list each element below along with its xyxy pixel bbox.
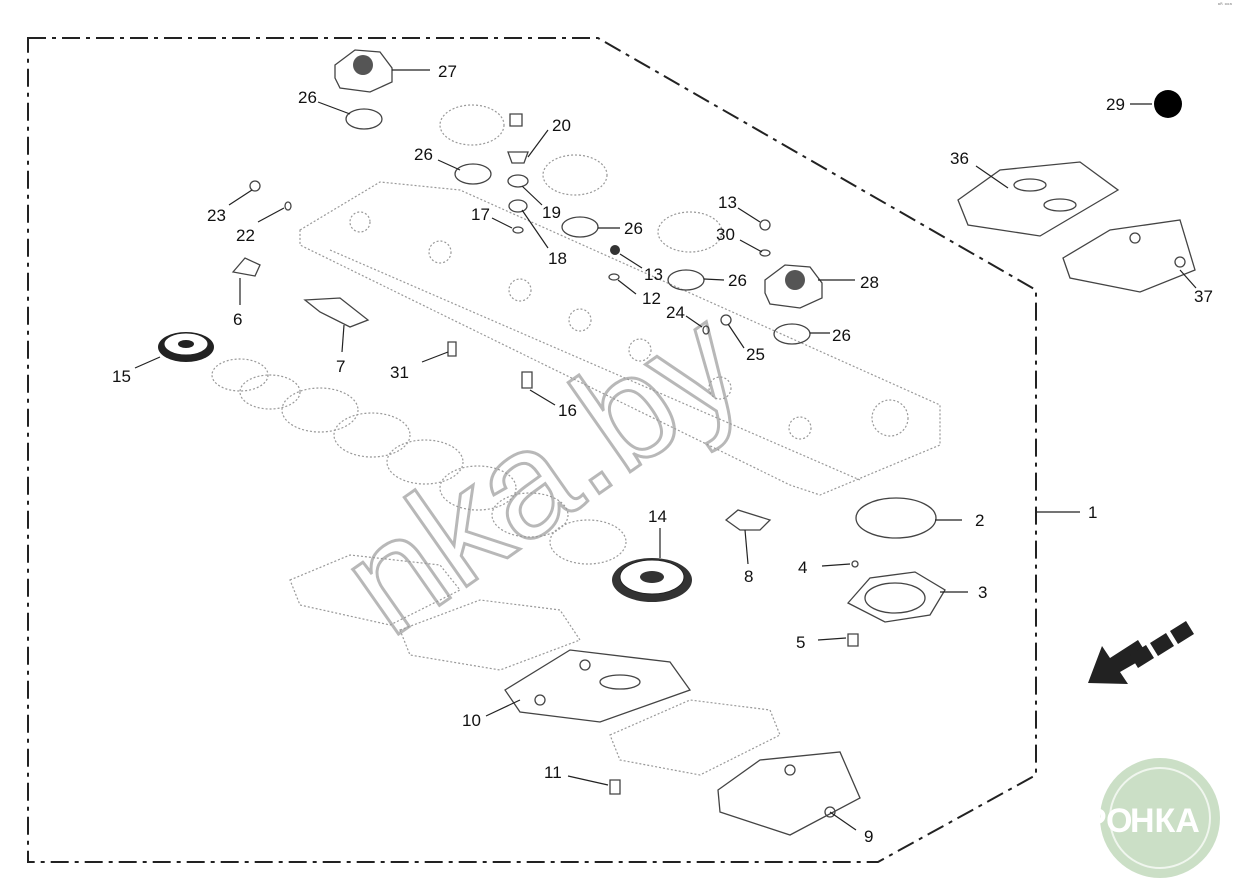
- o-ring-26b: [454, 163, 492, 185]
- assembly-boundary: [27, 37, 1037, 863]
- callout-16: 16: [558, 401, 577, 420]
- guard-7: [303, 297, 370, 328]
- ring-19: [507, 174, 529, 188]
- leader-lines: [134, 69, 1197, 831]
- o-ring-26e: [773, 323, 811, 345]
- skid-9: [717, 751, 861, 836]
- ring-17: [512, 226, 524, 234]
- washer-12: [608, 273, 620, 281]
- skid-36: [957, 161, 1120, 237]
- logo-left: АГРО: [1040, 802, 1133, 840]
- callout-19: 19: [542, 203, 561, 222]
- callout-36: 36: [950, 149, 969, 168]
- part-27-gearbox: [334, 49, 393, 93]
- nut-13b: [759, 219, 771, 231]
- direction-arrow-icon: [1088, 621, 1194, 684]
- callout-10: 10: [462, 711, 481, 730]
- callout-13a: 13: [644, 265, 663, 284]
- o-ring-26a: [345, 108, 383, 130]
- ghost-discs: [439, 104, 723, 253]
- guard-8: [724, 509, 772, 531]
- nut-20b: [509, 113, 523, 127]
- bolt-31: [447, 341, 457, 357]
- gear-train: [211, 358, 627, 565]
- ghost-skids: [289, 554, 781, 776]
- skid-37: [1062, 219, 1196, 293]
- callout-2: 2: [975, 511, 984, 530]
- agronka-logo: АГРО НКА: [1040, 758, 1220, 878]
- bolt-16: [521, 371, 533, 389]
- skid-10: [504, 649, 692, 723]
- bolt-11: [609, 779, 621, 795]
- bolt-4: [851, 560, 859, 568]
- part-28-gearbox: [764, 264, 823, 309]
- washer-30: [759, 249, 771, 257]
- seal-18: [508, 199, 528, 213]
- callout-12: 12: [642, 289, 661, 308]
- callout-8: 8: [744, 567, 753, 586]
- washer-24: [702, 325, 710, 335]
- callout-24: 24: [666, 303, 685, 322]
- callout-labels: 1 2 3 4 5 6 7 8 9 10 11 12 13 13 14 15 1…: [112, 62, 1213, 846]
- o-ring-26d: [667, 269, 705, 291]
- callout-15: 15: [112, 367, 131, 386]
- marker-29: [1154, 90, 1182, 118]
- corner-mark: ᵃᴿ ᵒᵒᵃ: [1217, 2, 1232, 9]
- callout-37: 37: [1194, 287, 1213, 306]
- bolt-25: [720, 314, 732, 326]
- callout-27: 27: [438, 62, 457, 81]
- gear-14: [612, 558, 692, 602]
- cover-3: [846, 571, 946, 623]
- nut-13a: [610, 245, 620, 255]
- gear-15: [158, 332, 214, 362]
- cutter-bar: [299, 181, 941, 496]
- callout-20: 20: [552, 116, 571, 135]
- callout-26b: 26: [414, 145, 433, 164]
- o-ring-2: [855, 497, 937, 539]
- callout-28: 28: [860, 273, 879, 292]
- callout-26c: 26: [624, 219, 643, 238]
- callout-1: 1: [1088, 503, 1097, 522]
- bushing-20: [507, 151, 529, 164]
- callout-3: 3: [978, 583, 987, 602]
- callout-31: 31: [390, 363, 409, 382]
- o-ring-26c: [561, 216, 599, 238]
- callout-25: 25: [746, 345, 765, 364]
- callout-17: 17: [471, 205, 490, 224]
- callout-26e: 26: [832, 326, 851, 345]
- nut-23: [249, 180, 261, 192]
- callout-26d: 26: [728, 271, 747, 290]
- callout-22: 22: [236, 226, 255, 245]
- watermark: nka.by: [312, 275, 770, 666]
- callout-9: 9: [864, 827, 873, 846]
- callout-18: 18: [548, 249, 567, 268]
- logo-right: НКА: [1130, 802, 1200, 840]
- callout-14: 14: [648, 507, 667, 526]
- callout-29: 29: [1106, 95, 1125, 114]
- callout-30: 30: [716, 225, 735, 244]
- callout-13b: 13: [718, 193, 737, 212]
- callout-26a: 26: [298, 88, 317, 107]
- callout-23: 23: [207, 206, 226, 225]
- callout-11: 11: [544, 763, 562, 782]
- callout-5: 5: [796, 633, 805, 652]
- callout-4: 4: [798, 558, 807, 577]
- callout-6: 6: [233, 310, 242, 329]
- guard-6: [231, 257, 261, 277]
- bolt-5: [847, 633, 859, 647]
- washer-22: [284, 201, 292, 211]
- callout-7: 7: [336, 357, 345, 376]
